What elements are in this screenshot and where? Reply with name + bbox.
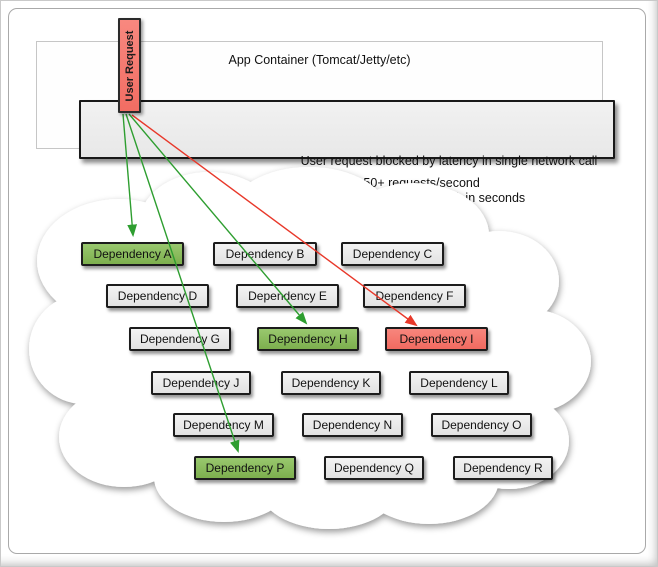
dependency-box-p: Dependency P	[194, 456, 296, 480]
dependency-box-b: Dependency B	[213, 242, 317, 266]
dependency-box-d: Dependency D	[106, 284, 209, 308]
dependency-box-h: Dependency H	[257, 327, 359, 351]
user-request-box: User Request	[118, 18, 141, 113]
dependency-box-q: Dependency Q	[324, 456, 424, 480]
dependency-box-i: Dependency I	[385, 327, 488, 351]
dependency-box-n: Dependency N	[302, 413, 403, 437]
dependency-box-e: Dependency E	[236, 284, 339, 308]
app-container-label: App Container (Tomcat/Jetty/etc)	[228, 53, 411, 67]
dependency-box-g: Dependency G	[129, 327, 231, 351]
arrow-user-request-to-dependency-p	[125, 113, 240, 453]
dependency-box-r: Dependency R	[453, 456, 553, 480]
dependency-box-o: Dependency O	[431, 413, 532, 437]
user-request-label: User Request	[123, 30, 136, 101]
dependency-box-a: Dependency A	[81, 242, 184, 266]
throughput-note-line2: all request threads can block in seconds	[302, 190, 526, 205]
dependency-box-k: Dependency K	[281, 371, 381, 395]
latency-note: User request blocked by latency in singl…	[300, 154, 598, 168]
dependency-box-m: Dependency M	[173, 413, 274, 437]
throughput-note: At 50+ requests/second all request threa…	[303, 176, 525, 205]
throughput-note-line1: At 50+ requests/second	[348, 176, 480, 190]
dependency-box-j: Dependency J	[151, 371, 251, 395]
request-thread-pool-box	[79, 100, 615, 159]
diagram-frame: App Container (Tomcat/Jetty/etc) User Re…	[8, 8, 646, 554]
dependency-box-c: Dependency C	[341, 242, 444, 266]
dependency-box-f: Dependency F	[363, 284, 466, 308]
dependency-box-l: Dependency L	[409, 371, 509, 395]
